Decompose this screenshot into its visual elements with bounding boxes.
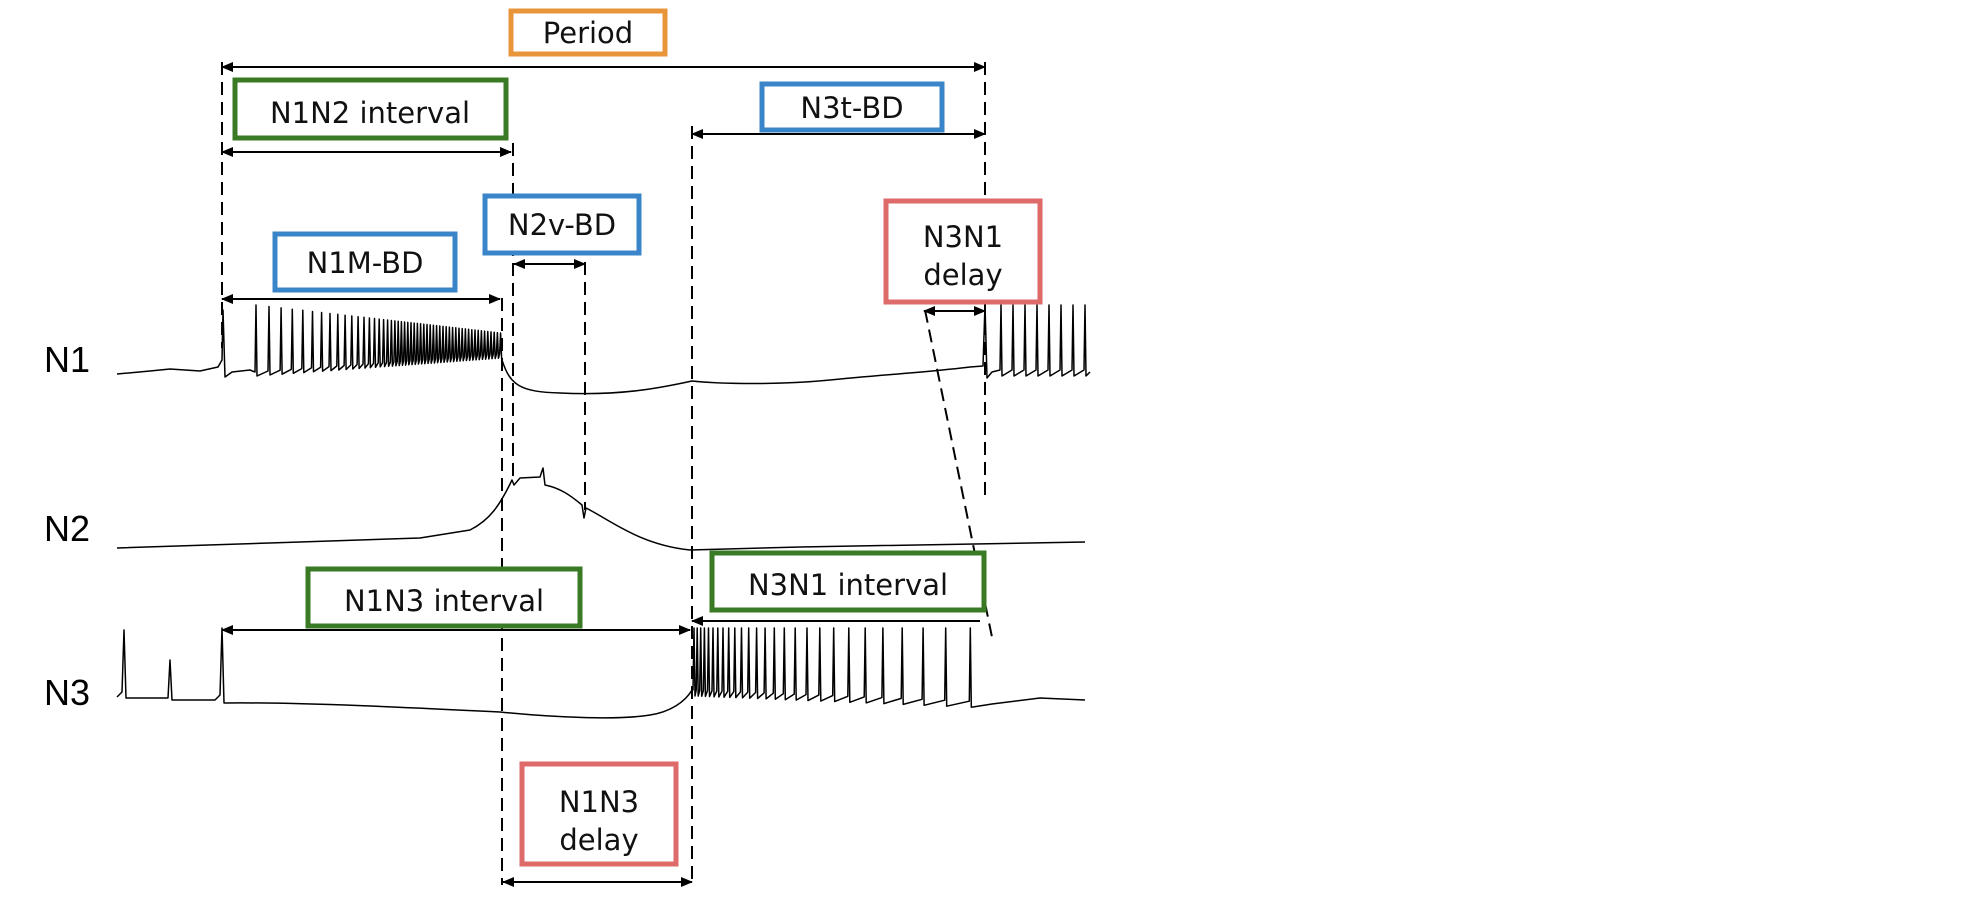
n2v-bd-label: N2v-BD xyxy=(508,208,616,242)
n3t-bd-label: N3t-BD xyxy=(800,91,903,125)
n3n1-interval-box-frame xyxy=(709,550,987,613)
n3t-bd-box-frame xyxy=(759,81,945,133)
n1n3-interval-label-box: N1N3 interval xyxy=(305,566,583,629)
n1m-bd-label-box: N1M-BD xyxy=(272,231,458,293)
n1m-bd-box-frame xyxy=(272,231,458,293)
n1n3-interval-label: N1N3 interval xyxy=(344,584,544,618)
n2v-bd-box-frame xyxy=(482,193,642,256)
n1n2-interval-label: N1N2 interval xyxy=(270,96,470,130)
n1n3-delay-box-frame xyxy=(519,761,679,867)
n2-trace-label: N2 xyxy=(44,508,90,549)
n3n1-delay-label-line1: N3N1 xyxy=(923,220,1003,254)
n1n3-delay-label-box: N1N3 delay xyxy=(519,761,679,867)
n1n3-delay-label-line2: delay xyxy=(559,823,638,857)
n1n3-delay-label-line1: N1N3 xyxy=(559,785,639,819)
n3n1-delay-label-line2: delay xyxy=(923,258,1002,292)
n2v-bd-label-box: N2v-BD xyxy=(482,193,642,256)
n3n1-delay-label-box: N3N1 delay xyxy=(883,198,1043,305)
period-label: Period xyxy=(543,16,633,50)
interval-arrows xyxy=(221,62,986,887)
n1n2-interval-label-box: N1N2 interval xyxy=(232,77,509,141)
n1n3-interval-box-frame xyxy=(305,566,583,629)
n3n1-delay-box-frame xyxy=(883,198,1043,305)
n1-trace-label: N1 xyxy=(44,339,90,380)
period-label-box: Period xyxy=(508,8,668,57)
n3-voltage-trace xyxy=(116,627,1086,719)
n1m-bd-label: N1M-BD xyxy=(307,246,424,280)
n3t-bd-label-box: N3t-BD xyxy=(759,81,945,133)
n3n1-interval-label-box: N3N1 interval xyxy=(709,550,987,613)
period-box-frame xyxy=(508,8,668,57)
n3-trace-label: N3 xyxy=(44,672,90,713)
n1n2-interval-box-frame xyxy=(232,77,509,141)
n3n1-interval-label: N3N1 interval xyxy=(748,568,948,602)
n2-voltage-trace xyxy=(116,467,1086,551)
n1-voltage-trace xyxy=(116,304,1091,395)
